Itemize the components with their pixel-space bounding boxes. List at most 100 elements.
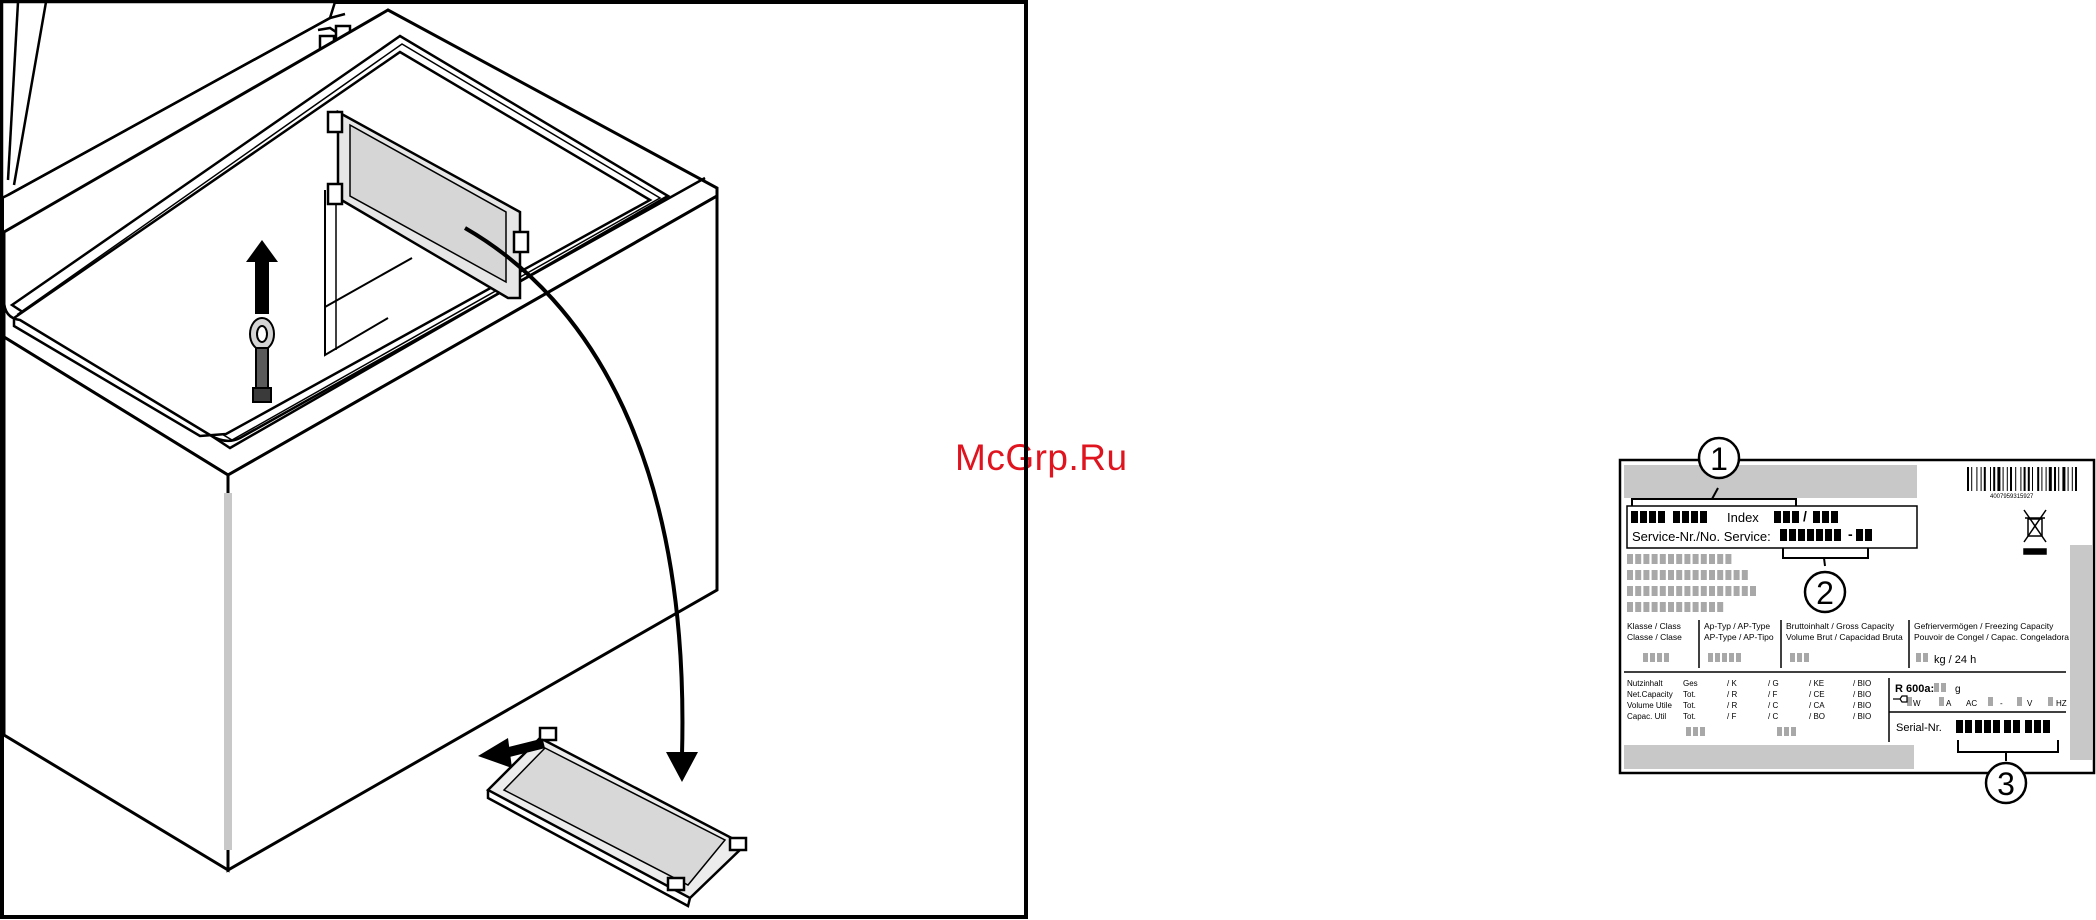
placeholder-block bbox=[1741, 570, 1748, 580]
serial-block bbox=[1984, 720, 1991, 733]
aptyp-line-1: Ap-Typ / AP-Type bbox=[1704, 621, 1770, 631]
elec-w: W bbox=[1913, 699, 1921, 708]
elec-dash: - bbox=[2000, 699, 2003, 708]
up-arrow-icon bbox=[246, 240, 278, 314]
placeholder-block bbox=[1668, 570, 1674, 580]
barcode-bar bbox=[2054, 467, 2056, 491]
callout-1-number: 1 bbox=[1710, 441, 1728, 477]
placeholder-block bbox=[1729, 653, 1734, 662]
index-block bbox=[1774, 511, 1781, 523]
service-block bbox=[1816, 529, 1823, 541]
placeholder-block bbox=[1643, 653, 1648, 662]
index-label: Index bbox=[1727, 510, 1759, 525]
curved-arrow-icon bbox=[464, 226, 698, 782]
electrical-row: W A AC - V HZ bbox=[1913, 699, 2067, 708]
barcode-bar bbox=[2062, 467, 2066, 491]
placeholder-block bbox=[1651, 586, 1658, 596]
barcode-bar bbox=[2002, 467, 2004, 491]
placeholder-block bbox=[1659, 586, 1666, 596]
row-col3-2: / R bbox=[1727, 690, 1737, 699]
elec-v: V bbox=[2027, 699, 2033, 708]
weee-bin-icon bbox=[2023, 509, 2047, 555]
barcode-bar bbox=[2067, 467, 2069, 491]
barcode-bar bbox=[1983, 467, 1986, 491]
placeholder-block bbox=[1643, 554, 1650, 564]
freezer-panel bbox=[0, 0, 1028, 919]
serial-block bbox=[1993, 720, 2000, 733]
callout-3-number: 3 bbox=[1997, 766, 2015, 802]
barcode-bar bbox=[2058, 467, 2060, 491]
callout-1: 1 bbox=[1697, 436, 1741, 480]
capacity-rows: Nutzinhalt Net.Capacity Volume Utile Cap… bbox=[1627, 679, 1871, 721]
serial-label: Serial-Nr. bbox=[1896, 722, 1942, 734]
model-block bbox=[1631, 511, 1638, 523]
drain-plug-icon bbox=[249, 317, 275, 403]
row-col4-4: / C bbox=[1768, 712, 1778, 721]
model-block bbox=[1700, 511, 1707, 523]
serial-block bbox=[2043, 720, 2050, 733]
row-col4-1: / G bbox=[1768, 679, 1779, 688]
placeholder-block bbox=[1676, 570, 1683, 580]
service-label: Service-Nr./No. Service: bbox=[1632, 529, 1771, 544]
placeholder-block bbox=[1717, 602, 1724, 612]
barcode-bar bbox=[2048, 467, 2052, 491]
placeholder-block bbox=[1722, 653, 1727, 662]
placeholder-block bbox=[1692, 602, 1699, 612]
placeholder-block bbox=[1627, 554, 1633, 564]
placeholder-block bbox=[1736, 653, 1741, 662]
panel-frame bbox=[0, 0, 1028, 919]
barcode-bar bbox=[2037, 467, 2040, 491]
placeholder-block bbox=[1709, 586, 1715, 596]
placeholder-block bbox=[1668, 602, 1674, 612]
placeholder-block bbox=[1692, 554, 1699, 564]
serial-block bbox=[1965, 720, 1972, 733]
placeholder-block bbox=[1627, 570, 1633, 580]
left-arrow-icon bbox=[478, 738, 546, 768]
placeholder-block bbox=[1627, 602, 1633, 612]
placeholder-block bbox=[2048, 697, 2053, 706]
callout-3: 3 bbox=[1984, 761, 2028, 805]
placeholder-block bbox=[1643, 586, 1650, 596]
placeholder-block bbox=[1804, 653, 1809, 662]
placeholder-block bbox=[1692, 570, 1699, 580]
placeholder-block bbox=[1664, 653, 1669, 662]
placeholder-block bbox=[2017, 697, 2022, 706]
placeholder-block bbox=[1777, 727, 1782, 736]
barcode-bar bbox=[2032, 467, 2033, 491]
barcode-bar bbox=[2015, 467, 2017, 491]
row-col2-2: Tot. bbox=[1683, 690, 1696, 699]
placeholder-block bbox=[1651, 570, 1658, 580]
barcode-bar bbox=[2010, 467, 2012, 491]
model-block bbox=[1682, 511, 1689, 523]
klasse-line-2: Classe / Clase bbox=[1627, 632, 1682, 642]
placeholder-block bbox=[1643, 570, 1650, 580]
index-box bbox=[1626, 505, 1918, 549]
elec-ac: AC bbox=[1966, 699, 1977, 708]
barcode-bar bbox=[2023, 467, 2026, 491]
service-block bbox=[1865, 529, 1872, 541]
barcode-bar bbox=[1967, 467, 1969, 491]
placeholder-block bbox=[1715, 653, 1720, 662]
row-label-1: Nutzinhalt bbox=[1627, 679, 1663, 688]
placeholder-block bbox=[1693, 727, 1698, 736]
spec-headers: Klasse / Class Classe / Clase Ap-Typ / A… bbox=[1627, 621, 2069, 642]
brutto-line-2: Volume Brut / Capacidad Bruta bbox=[1786, 632, 1903, 642]
rating-plate-border bbox=[1618, 458, 2096, 775]
placeholder-block bbox=[1709, 554, 1715, 564]
aptyp-line-2: AP-Type / AP-Tipo bbox=[1704, 632, 1774, 642]
placeholder-block bbox=[1741, 586, 1748, 596]
row-col6-3: / BIO bbox=[1853, 701, 1871, 710]
index-block bbox=[1813, 511, 1820, 523]
code-blocks bbox=[1631, 511, 2050, 733]
row-col5-4: / BO bbox=[1809, 712, 1825, 721]
placeholder-block bbox=[1708, 653, 1713, 662]
serial-block bbox=[1956, 720, 1963, 733]
placeholder-block bbox=[1657, 653, 1662, 662]
barcode bbox=[1967, 467, 2077, 491]
placeholder-block bbox=[1651, 602, 1658, 612]
row-col2-1: Ges bbox=[1683, 679, 1698, 688]
placeholder-block bbox=[1733, 586, 1740, 596]
barcode-digits: 4007959315927 bbox=[1990, 494, 2034, 500]
index-block bbox=[1831, 511, 1838, 523]
rating-plate: 4007959315927 Index / Service-Nr./No. Se… bbox=[1618, 436, 2096, 805]
